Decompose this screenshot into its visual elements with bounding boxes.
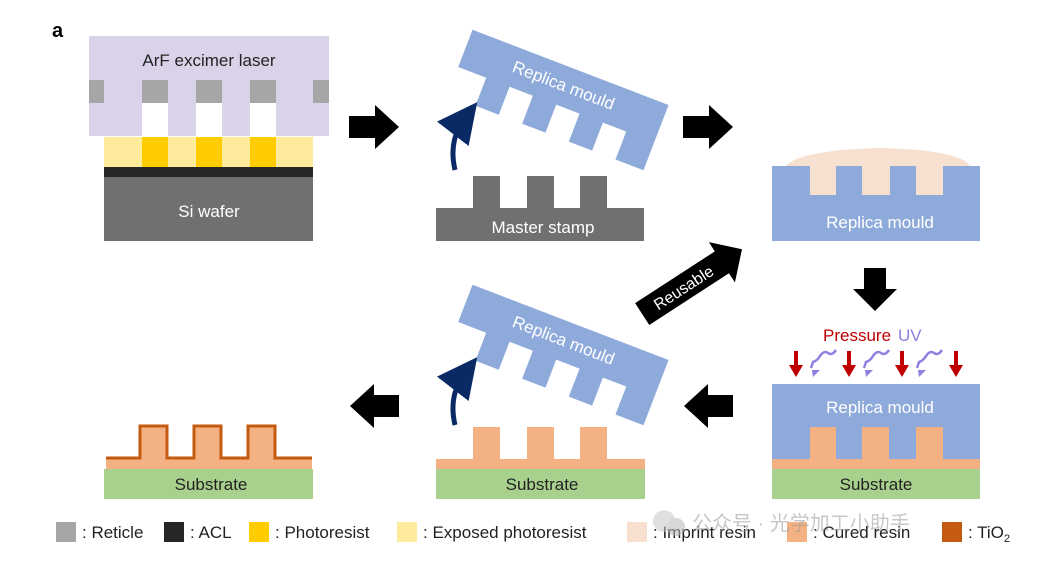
replica-mould — [772, 166, 980, 241]
cured-resin-layer — [772, 459, 980, 469]
resin-feature — [862, 427, 889, 459]
replica-mould-tilted — [458, 29, 669, 171]
process-arrow-left — [684, 384, 733, 428]
replica-mould-tilted — [458, 284, 669, 426]
step5-demould: Substrate Replica mould — [436, 284, 669, 499]
step1-lithography: ArF excimer laser Si wafer — [89, 36, 329, 241]
process-arrow-right — [349, 105, 399, 149]
exposed-region — [142, 137, 168, 167]
substrate — [104, 469, 313, 499]
resin-feature — [810, 427, 836, 459]
exposed-region — [250, 137, 276, 167]
legend-subscript: 2 — [1004, 533, 1010, 545]
step4-imprint: Pressure UV Replica mould Substrate — [772, 326, 980, 499]
tio2-coating — [106, 424, 312, 460]
legend-item-acl: : ACL — [164, 522, 232, 542]
legend-text: : Photoresist — [275, 523, 370, 542]
legend-item-cured: : Cured resin — [787, 522, 910, 542]
substrate-label: Substrate — [175, 475, 248, 494]
wafer-label: Si wafer — [178, 202, 240, 221]
cured-resin-structure — [106, 426, 312, 469]
replica-mould — [772, 384, 980, 427]
pressure-label: Pressure — [823, 326, 891, 345]
legend-item-tio2: : TiO2 — [942, 522, 1010, 545]
exposed-region — [196, 137, 222, 167]
legend-item-photoresist: : Photoresist — [249, 522, 370, 542]
reticle-segment — [250, 80, 276, 103]
process-arrow-left — [350, 384, 399, 428]
rotate-arrow — [436, 357, 478, 426]
watermark-text: 公众号 · 光学加工小助手 — [692, 512, 910, 535]
resin-feature — [916, 427, 943, 459]
substrate-label: Substrate — [840, 475, 913, 494]
resin-feature — [527, 427, 554, 459]
legend-text: : TiO2 — [968, 523, 1010, 545]
rotate-arrow — [436, 102, 478, 171]
panel-label: a — [52, 20, 64, 42]
master-stamp — [436, 176, 644, 241]
si-wafer — [104, 177, 313, 241]
substrate-label: Substrate — [506, 475, 579, 494]
step2-master: Master stamp Replica mould — [436, 29, 669, 241]
reticle-segment — [89, 80, 104, 103]
uv-arrows — [809, 349, 944, 377]
reticle-segment — [196, 80, 222, 103]
step6-tio2: Substrate — [104, 424, 313, 499]
uv-label: UV — [898, 326, 922, 345]
legend-item-exposed: : Exposed photoresist — [397, 522, 587, 542]
reusable-arrow: Reusable — [635, 242, 742, 325]
substrate — [436, 469, 645, 499]
legend-text: : Reticle — [82, 523, 143, 542]
watermark: 公众号 · 光学加工小助手 — [653, 510, 910, 536]
process-arrow-down — [853, 268, 897, 311]
pressure-arrows — [789, 351, 963, 377]
legend-text: : Cured resin — [813, 523, 910, 542]
imprint-resin — [786, 148, 970, 195]
laser-label: ArF excimer laser — [142, 51, 276, 70]
master-label: Master stamp — [492, 218, 595, 237]
mould-label: Replica mould — [826, 398, 934, 417]
resin-feature — [580, 427, 607, 459]
reticle-segment — [313, 80, 329, 103]
legend: : Reticle : ACL : Photoresist : Exposed … — [56, 522, 1010, 545]
legend-item-reticle: : Reticle — [56, 522, 143, 542]
process-arrow-right — [683, 105, 733, 149]
reticle-segment — [142, 80, 168, 103]
mould-label: Replica mould — [826, 213, 934, 232]
legend-text: : Exposed photoresist — [423, 523, 587, 542]
substrate — [772, 469, 980, 499]
resin-feature — [473, 427, 500, 459]
acl-layer — [104, 167, 313, 177]
cured-resin-layer — [436, 459, 645, 469]
legend-text: : ACL — [190, 523, 232, 542]
step3-mould-resin: Replica mould — [772, 148, 980, 241]
